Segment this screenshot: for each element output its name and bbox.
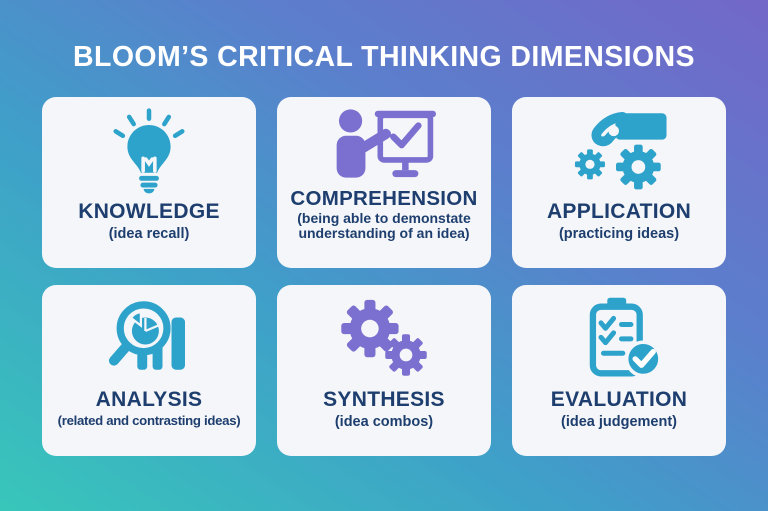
gears-icon [330,297,438,383]
lightbulb-icon [102,108,196,195]
card-label: APPLICATION [546,200,692,223]
card-evaluation: EVALUATION (idea judgement) [512,285,726,456]
card-subtitle: (related and contrasting ideas) [57,413,241,429]
card-grid: KNOWLEDGE (idea recall) COMPREHENSION (b… [42,97,726,456]
magnifier-chart-icon [95,297,203,383]
presenter-board-icon [328,106,440,185]
card-analysis: ANALYSIS (related and contrasting ideas) [42,285,256,456]
card-subtitle: (idea recall) [108,226,190,243]
card-subtitle: (practicing ideas) [558,226,680,243]
checklist-check-icon [565,297,673,383]
card-label: ANALYSIS [95,388,203,411]
card-knowledge: KNOWLEDGE (idea recall) [42,97,256,268]
card-comprehension: COMPREHENSION (being able to demonstate … [277,97,491,268]
card-label: KNOWLEDGE [78,200,220,223]
hand-gears-icon [563,109,675,195]
card-label: SYNTHESIS [323,388,445,411]
card-label: EVALUATION [550,388,688,411]
card-application: APPLICATION (practicing ideas) [512,97,726,268]
card-subtitle: (idea combos) [334,414,434,431]
card-label: COMPREHENSION [290,187,478,210]
card-synthesis: SYNTHESIS (idea combos) [277,285,491,456]
card-subtitle: (being able to demonstate understanding … [297,209,471,242]
card-subtitle: (idea judgement) [560,414,677,431]
page-title: BLOOM’S CRITICAL THINKING DIMENSIONS [73,41,695,73]
